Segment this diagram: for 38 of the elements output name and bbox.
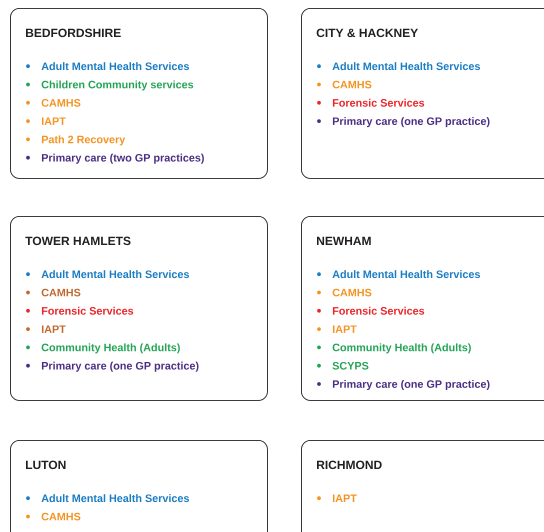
list-item: IAPT [42, 117, 66, 125]
box-heading: BEDFORDSHIRE [26, 28, 121, 38]
list-item: CAMHS [332, 288, 372, 296]
service-box [10, 440, 268, 532]
list-item: Forensic Services [332, 98, 424, 107]
list-item: Adult Mental Health Services [41, 62, 189, 70]
list-item: IAPT [332, 325, 357, 333]
list-item: CAMHS [42, 288, 80, 296]
service-box [10, 216, 268, 401]
list-item: SCYPS [332, 362, 368, 370]
service-box [301, 440, 544, 532]
list-item: Primary care (one GP practice) [332, 117, 490, 128]
box-heading: RICHMOND [317, 460, 382, 470]
list-item: CAMHS [42, 512, 80, 520]
list-item: Community Health (Adults) [332, 343, 471, 354]
list-item: Forensic Services [332, 306, 424, 315]
box-heading: CITY & HACKNEY [316, 28, 418, 38]
list-item: Primary care (two GP practices) [42, 154, 204, 164]
service-box [301, 216, 544, 401]
list-item: Path 2 Recovery [42, 135, 126, 146]
list-item: Primary care (one GP practice) [332, 380, 490, 390]
box-heading: LUTON [26, 460, 66, 470]
list-item: Adult Mental Health Services [41, 494, 189, 502]
list-item: IAPT [42, 325, 66, 333]
box-heading: TOWER HAMLETS [25, 236, 130, 246]
list-item: Forensic Services [42, 306, 134, 315]
list-item: Adult Mental Health Services [41, 270, 189, 278]
list-item: Children Community services [42, 80, 194, 91]
box-heading: NEWHAM [317, 236, 371, 245]
list-item: CAMHS [332, 80, 372, 88]
list-item: Adult Mental Health Services [332, 62, 480, 70]
list-item: IAPT [332, 494, 357, 502]
list-item: Adult Mental Health Services [332, 270, 480, 278]
list-item: CAMHS [42, 99, 80, 107]
service-box [10, 8, 268, 179]
list-item: Primary care (one GP practice) [42, 362, 199, 372]
service-box [301, 8, 544, 179]
list-item: Community Health (Adults) [42, 343, 180, 354]
